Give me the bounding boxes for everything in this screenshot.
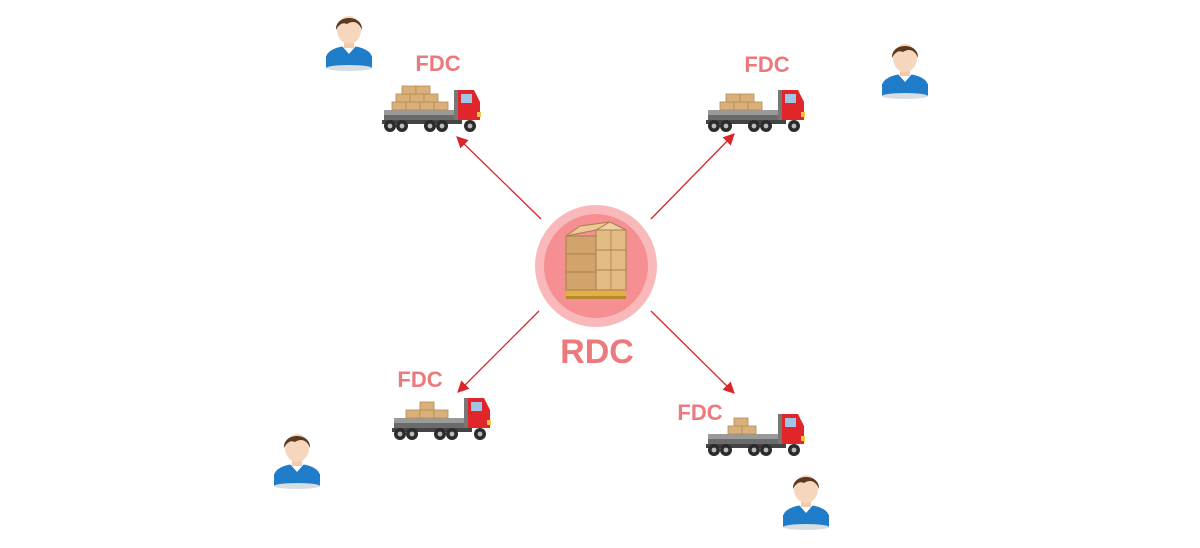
fdc-label: FDC: [415, 51, 460, 76]
flatbed-truck-icon: [706, 90, 805, 132]
fdc-node-bottom-left: FDC: [392, 367, 491, 440]
fdc-node-bottom-right: FDC: [677, 400, 805, 456]
fdc-node-top-right: FDC: [706, 52, 805, 132]
fdc-label: FDC: [677, 400, 722, 425]
flatbed-truck-icon: [382, 85, 481, 132]
person-icon: [274, 434, 320, 489]
pallet-boxes-icon: [565, 221, 627, 299]
flatbed-truck-icon: [392, 398, 491, 440]
person-icon: [783, 475, 829, 530]
fdc-label: FDC: [397, 367, 442, 392]
person-icon: [882, 44, 928, 99]
fdc-node-top-left: FDC: [382, 51, 481, 132]
cargo-boxes: [719, 93, 763, 111]
arrow-to-fdc-bottom-right: [650, 310, 735, 394]
cargo-boxes: [391, 85, 449, 111]
cargo-boxes: [405, 401, 449, 419]
arrow-to-fdc-bottom-left: [457, 310, 540, 393]
arrow-to-fdc-top-left: [456, 136, 542, 220]
cargo-boxes: [727, 417, 757, 435]
rdc-label: RDC: [560, 333, 634, 371]
arrow-to-fdc-top-right: [650, 133, 735, 220]
person-icon: [326, 16, 372, 71]
fdc-label: FDC: [744, 52, 789, 77]
rdc-hub: RDC: [535, 205, 657, 371]
